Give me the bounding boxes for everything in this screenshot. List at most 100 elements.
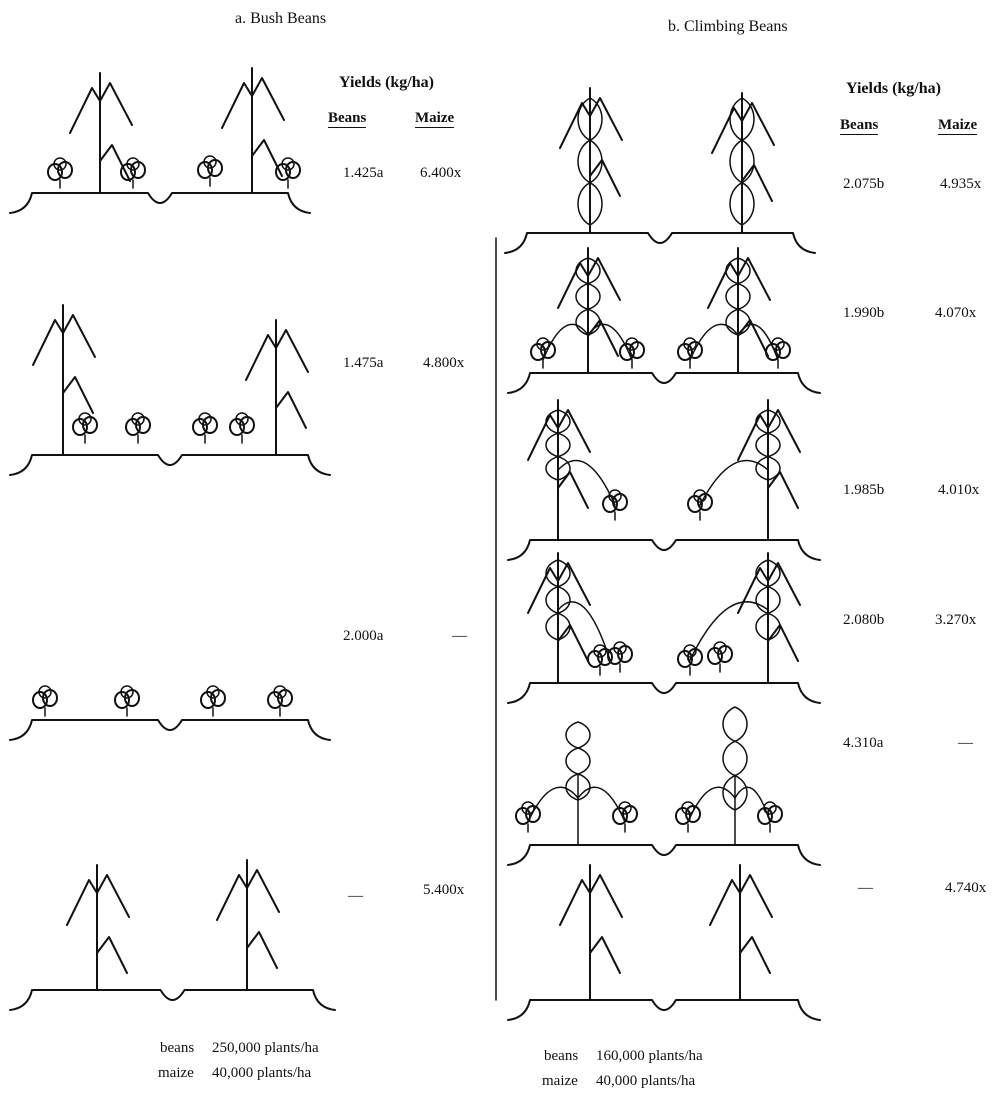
panel-b-row5-bean-2-leaf [618, 801, 632, 815]
panel-b-row2-bean-2-leaf [619, 343, 635, 361]
panel-a-row3-bean-1-leaf [38, 685, 52, 699]
panel-a-row3-bean-3-leaf [200, 691, 216, 709]
panel-a-ridge-2 [9, 454, 331, 476]
panel-b-row2-bean-right [725, 257, 751, 336]
panel-a-density-beans-label: beans [160, 1040, 195, 1056]
panel-b-row2-bean-4-leaf [771, 337, 785, 351]
panel-a-row1-bean-2-leaf [126, 157, 140, 171]
panel-b-row6-beans: — [858, 880, 873, 896]
panel-b-row3-maize-left-upper-leaves [527, 409, 591, 461]
panel-b-row2-bean-3-leaf [683, 337, 697, 351]
panel-a-row3-bean-4-leaf [273, 685, 287, 699]
panel-b-row2-beans: 1.990b [843, 305, 885, 321]
panel-a-row2-bean-4-leaf [229, 418, 245, 436]
panel-b-ridge-4 [507, 682, 821, 704]
panel-b-row5-bean-4-leaf [763, 801, 777, 815]
panel-a-row2-maize-right-upper-leaves [245, 329, 309, 381]
panel-b-row5-bean-2-leaf [612, 807, 628, 825]
panel-a-row1-maize: 6.400x [420, 165, 462, 181]
panel-b-row3-bean-2-leaf [693, 489, 707, 503]
panel-b-row3-bean-2-leaf [687, 495, 703, 513]
panel-a-density-maize-value: 40,000 plants/ha [212, 1065, 312, 1081]
panel-b-row4-maize: 3.270x [935, 612, 977, 628]
panel-b-row4-maize-left-upper-leaves [527, 562, 591, 614]
panel-b-row4-maize-left-lower-leaf [557, 624, 589, 662]
panel-b-row2-bean-1-leaf [536, 337, 550, 351]
panel-b-row3-bean-left [545, 409, 571, 481]
panel-b-row6-maize: 4.740x [945, 880, 987, 896]
panel-b-row4-bean-4-leaf [713, 641, 727, 655]
panel-b-density-beans-label: beans [544, 1048, 579, 1064]
panel-b-density-maize-value: 40,000 plants/ha [596, 1073, 696, 1089]
panel-a-density-maize-label: maize [158, 1065, 194, 1081]
panel-a-row2-beans: 1.475a [343, 355, 384, 371]
panel-a-row1-bean-3-leaf [203, 155, 217, 169]
panel-a-row1-bean-1-leaf [53, 157, 67, 171]
panel-b-row4-bean-left [545, 559, 571, 641]
panel-b-beans-header: Beans [840, 117, 879, 135]
panel-a-row2-maize-left-lower-leaf [62, 376, 94, 414]
panel-b-density-beans-value: 160,000 plants/ha [596, 1048, 703, 1064]
panel-b-row4-maize-right-upper-leaves [737, 562, 801, 614]
panel-b-row4-bean-1-leaf [587, 650, 603, 668]
panel-b-row4-bean-2-leaf [613, 641, 627, 655]
panel-b-row1-bean-right [729, 97, 755, 226]
panel-b-row3-maize-right-upper-leaves [737, 409, 801, 461]
panel-b-row2-maize-right-upper-leaves [707, 257, 771, 309]
panel-a-row1-bean-4-leaf [275, 163, 291, 181]
panel-b-row4-bean-right [755, 559, 781, 641]
panel-b-row2-vine-1 [542, 323, 589, 361]
panel-a-row3-bean-2-leaf [120, 685, 134, 699]
panel-b-row5-bean-3-leaf [681, 801, 695, 815]
panel-b-row5-bean-4-leaf [757, 807, 773, 825]
panel-a-row1-beans: 1.425a [343, 165, 384, 181]
panel-b-row1-beans: 2.075b [843, 176, 885, 192]
panel-b-ridge-5 [507, 844, 821, 866]
panel-b-ridge-2 [507, 372, 821, 394]
panel-b-row2-maize-right-lower-leaf [737, 319, 769, 357]
panel-a-beans-header: Beans [328, 110, 367, 128]
panel-b-row2-bean-4-leaf [765, 343, 781, 361]
panel-a-row1-bean-2-leaf [120, 163, 136, 181]
panel-a-row4-beans: — [348, 888, 363, 904]
panel-b-row1-maize-right-upper-leaves [711, 102, 775, 154]
panel-b-row5-vine-2 [577, 786, 626, 823]
panel-b-row3-maize: 4.010x [938, 482, 980, 498]
panel-b-row4-bean-1-leaf [593, 644, 607, 658]
panel-b-row5-beans: 4.310a [843, 735, 884, 751]
panel-b-row3-maize-left-lower-leaf [557, 471, 589, 509]
panel-b-row4-beans: 2.080b [843, 612, 885, 628]
panel-b-row1-maize-left-upper-leaves [559, 97, 623, 149]
panel-b-row2-maize-left-upper-leaves [557, 257, 621, 309]
panel-b-row4-bean-4-leaf [707, 647, 723, 665]
panel-b-row3-maize-right-lower-leaf [767, 471, 799, 509]
panel-b-row6-maize-right-lower-leaf [739, 936, 771, 974]
panel-a-row4-maize-right-upper-leaves [216, 869, 280, 921]
panel-b-row2-vine-3 [689, 323, 739, 361]
panel-a-row2-bean-1-leaf [72, 418, 88, 436]
panel-b-row4-bean-2-leaf [607, 647, 623, 665]
panel-b-row2-bean-2-leaf [625, 337, 639, 351]
panel-b-row2-bean-1-leaf [530, 343, 546, 361]
panel-b-title: b. Climbing Beans [668, 18, 788, 35]
panel-b-row6-maize-right-upper-leaves [709, 874, 773, 926]
panel-a-row4-maize-left-upper-leaves [66, 874, 130, 926]
panel-b-row3-beans: 1.985b [843, 482, 885, 498]
panel-b-row6-maize-left-lower-leaf [589, 936, 621, 974]
panel-b-row1-maize-left-lower-leaf [589, 159, 621, 197]
panel-b-row4-vine-1 [557, 601, 611, 661]
panel-b-row5-bean-right [722, 706, 748, 811]
panel-b-row5-bean-1-leaf [521, 801, 535, 815]
panel-b-ridge-3 [507, 539, 821, 561]
panel-b-row1-maize: 4.935x [940, 176, 982, 192]
panel-a-row2-bean-2-leaf [125, 418, 141, 436]
panel-a-row1-bean-3-leaf [197, 161, 213, 179]
panel-b-yields-header: Yields (kg/ha) [846, 80, 941, 97]
panel-a-density-beans-value: 250,000 plants/ha [212, 1040, 319, 1056]
panel-b-row4-bean-3-leaf [683, 644, 697, 658]
panel-a-yields-header: Yields (kg/ha) [339, 74, 434, 91]
panel-a-row2-bean-3-leaf [198, 412, 212, 426]
panel-a-row4-maize-right-lower-leaf [246, 931, 278, 969]
panel-a-row3-beans: 2.000a [343, 628, 384, 644]
